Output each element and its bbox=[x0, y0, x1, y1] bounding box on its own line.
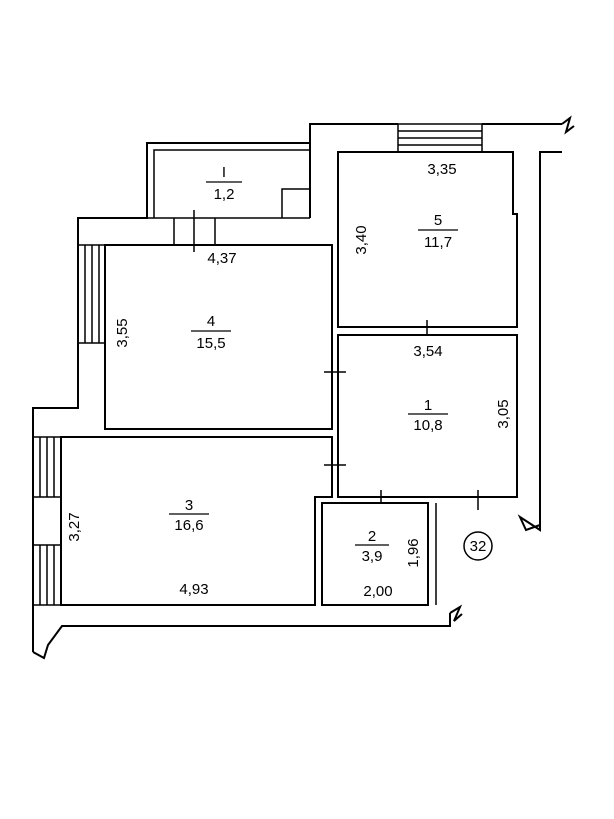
dimension-width: 3,54 bbox=[413, 343, 442, 360]
apartment-number: 32 bbox=[470, 538, 487, 555]
room-number: 5 bbox=[434, 212, 442, 229]
balcony-outline bbox=[146, 143, 310, 218]
dimension-width: 2,00 bbox=[363, 583, 392, 600]
dimension-height: 3,05 bbox=[495, 399, 512, 428]
room-1-outline bbox=[324, 334, 518, 510]
dimension-height: 3,27 bbox=[66, 512, 83, 541]
room-number: 2 bbox=[368, 528, 376, 545]
apartment-number-badge: 32 bbox=[463, 531, 493, 561]
room-area: 15,5 bbox=[196, 335, 225, 352]
room-number: 1 bbox=[424, 397, 432, 414]
room-2-outline bbox=[321, 502, 437, 606]
dimension-width: 4,37 bbox=[207, 250, 236, 267]
room-label-4: 4 15,5 4,37 3,55 bbox=[114, 250, 237, 352]
room-number: 3 bbox=[185, 497, 193, 514]
room-3-outline bbox=[60, 436, 333, 606]
exterior-wall bbox=[32, 115, 575, 660]
room-label-5: 5 11,7 3,35 3,40 bbox=[353, 161, 458, 255]
dimension-height: 3,55 bbox=[114, 318, 131, 347]
room-area: 1,2 bbox=[214, 186, 235, 203]
room-label-2: 2 3,9 2,00 1,96 bbox=[355, 528, 422, 600]
room-number: 4 bbox=[207, 313, 215, 330]
room-area: 11,7 bbox=[424, 234, 452, 251]
room-5-outline bbox=[309, 143, 518, 334]
room-label-1: 1 10,8 3,54 3,05 bbox=[408, 343, 512, 434]
room-area: 16,6 bbox=[174, 517, 203, 534]
room-area: 3,9 bbox=[362, 548, 383, 565]
room-area: 10,8 bbox=[413, 417, 442, 434]
window-room-5 bbox=[397, 123, 483, 153]
room-4-outline bbox=[78, 210, 346, 430]
dimension-height: 1,96 bbox=[405, 538, 422, 567]
window-room-3 bbox=[32, 436, 62, 606]
dimension-width: 3,35 bbox=[427, 161, 456, 178]
room-label-3: 3 16,6 4,93 3,27 bbox=[66, 497, 209, 598]
room-number: I bbox=[222, 164, 226, 181]
window-room-4 bbox=[77, 244, 106, 344]
dimension-width: 4,93 bbox=[179, 581, 208, 598]
dimension-height: 3,40 bbox=[353, 225, 370, 254]
room-label-balcony: I 1,2 bbox=[206, 164, 242, 203]
